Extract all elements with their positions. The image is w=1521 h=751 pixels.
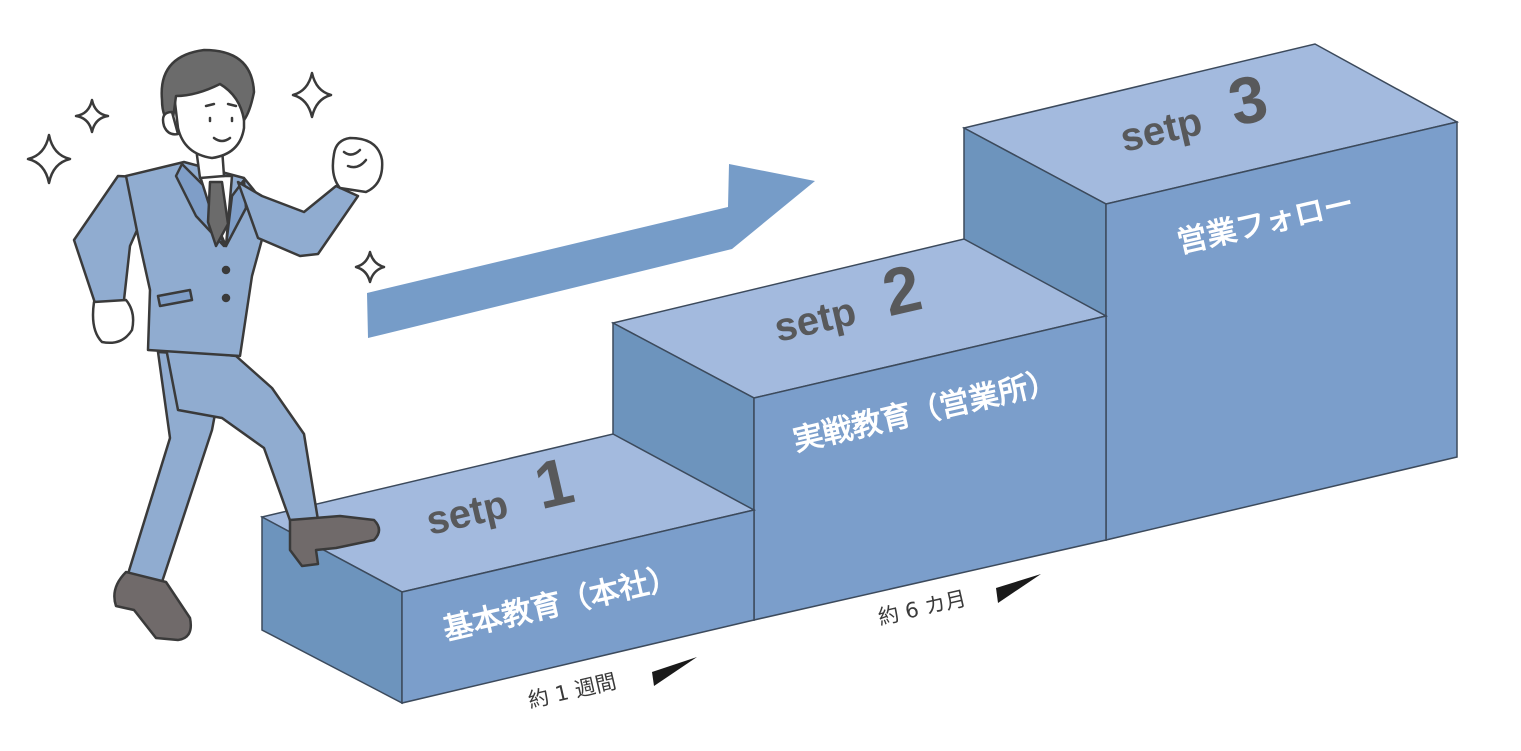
hair (160, 48, 256, 128)
jacket-button (221, 293, 231, 303)
duration-2-text: 約 6 カ月 (876, 586, 969, 630)
front-shoe (288, 514, 381, 568)
step-1-block (259, 433, 757, 705)
step-1-front (401, 509, 755, 704)
sparkle-icons (26, 71, 386, 284)
sparkle-icon (354, 250, 386, 284)
duration-1-pointer (652, 657, 697, 686)
sparkle-icon (74, 98, 110, 134)
raised-arm (236, 180, 360, 258)
duration-1-text: 約 1 週間 (526, 669, 619, 713)
sparkle-icon (26, 133, 72, 185)
ear (161, 110, 180, 136)
face-features (204, 102, 238, 143)
jacket-pocket (156, 288, 194, 308)
jacket-button (221, 265, 231, 275)
duration-2-pointer (996, 574, 1041, 603)
tie (206, 180, 230, 248)
back-fist (91, 298, 135, 344)
raised-fist (331, 136, 384, 194)
progress-arrow (367, 164, 815, 338)
back-shoe (113, 570, 192, 642)
sparkle-icon (291, 71, 333, 119)
businessman-illustration (72, 48, 384, 642)
